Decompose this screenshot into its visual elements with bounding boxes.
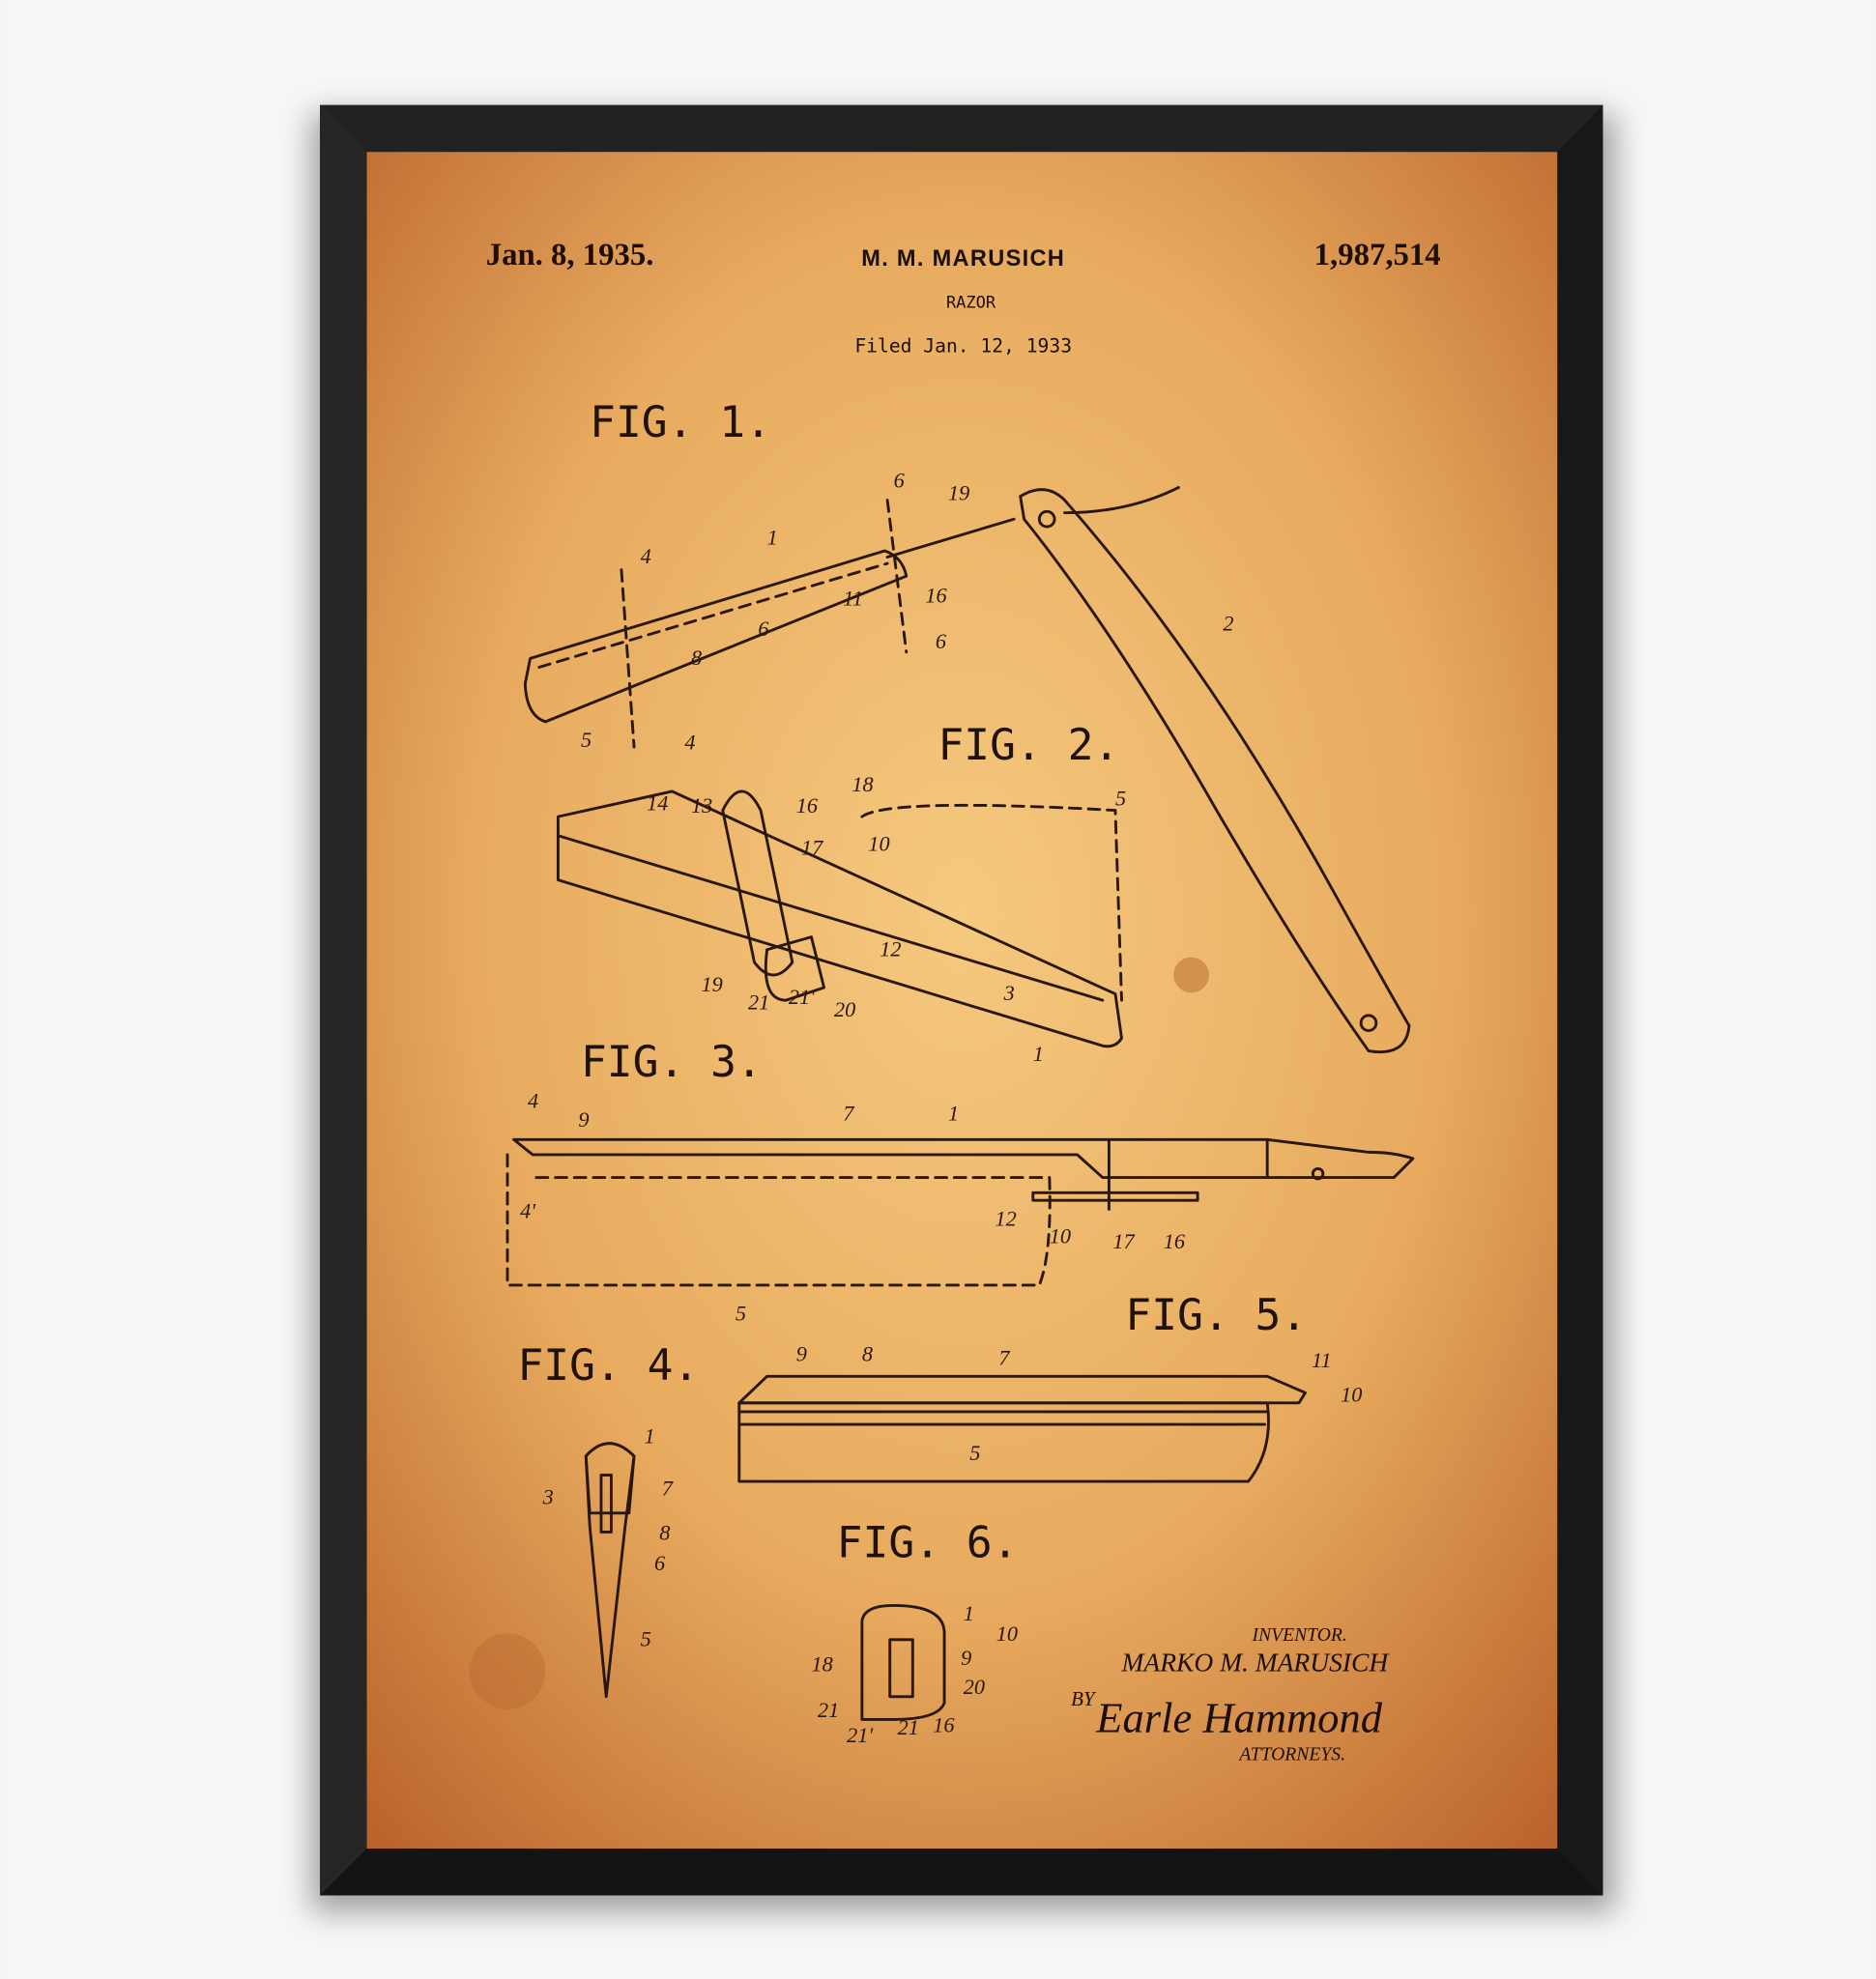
fig2-numeral: 18 <box>851 772 873 796</box>
inventor-name: MARKO M. MARUSICH <box>1120 1648 1390 1678</box>
fig1-numeral: 5 <box>581 728 592 752</box>
fig3-numeral: 12 <box>995 1206 1016 1230</box>
fig6-numeral: 20 <box>964 1675 985 1699</box>
fig6-numeral: 9 <box>961 1646 971 1670</box>
fig6-numeral: 10 <box>996 1621 1018 1646</box>
fig3-numeral: 16 <box>1164 1229 1186 1253</box>
aged-paper <box>366 152 1558 1850</box>
fig1-numeral: 19 <box>948 481 969 505</box>
fig4-numeral: 3 <box>542 1485 554 1509</box>
patent-number: 1,987,514 <box>1314 238 1441 272</box>
fig2-numeral: 19 <box>701 972 722 996</box>
fig2-numeral: 21' <box>789 985 816 1009</box>
fig6-numeral: 21 <box>818 1698 839 1722</box>
fig1-numeral: 4 <box>641 544 651 568</box>
fig3-numeral: 1 <box>948 1102 959 1126</box>
fig3-numeral: 4' <box>520 1199 536 1223</box>
figure-2: FIG. 2. 18 14 13 16 5 17 10 12 3 19 21 2… <box>556 720 1126 1066</box>
fig6-numeral: 21 <box>898 1715 919 1739</box>
fig4-label: FIG. 4. <box>517 1340 699 1391</box>
fig3-numeral: 4 <box>528 1089 538 1113</box>
fig3-numeral: 5 <box>736 1302 746 1326</box>
fig1-numeral: 6 <box>894 468 906 492</box>
fig6-numeral: 16 <box>933 1712 955 1736</box>
figure-3: FIG. 3. 4 9 7 1 4' 12 10 17 16 5 <box>505 1037 1415 1326</box>
fig5-numeral: 8 <box>862 1342 873 1366</box>
figure-4: FIG. 4. 1 3 7 8 6 5 <box>517 1340 699 1699</box>
fig2-numeral: 10 <box>868 832 889 856</box>
signature-block: INVENTOR. MARKO M. MARUSICH BY Earle Ham… <box>1071 1624 1390 1764</box>
fig2-numeral: 17 <box>801 835 823 859</box>
fig2-numeral: 1 <box>1033 1042 1044 1066</box>
fig5-numeral: 7 <box>998 1346 1010 1370</box>
fig1-numeral: 2 <box>1223 612 1233 636</box>
fig3-numeral: 7 <box>843 1102 854 1126</box>
inventor-heading: INVENTOR. <box>1251 1624 1346 1646</box>
figure-6: FIG. 6. 1 10 18 9 20 21 21' 21 16 <box>811 1518 1018 1747</box>
fig2-numeral: 20 <box>834 997 855 1021</box>
fig3-numeral: 17 <box>1112 1229 1135 1253</box>
fig1-numeral: 11 <box>843 586 863 610</box>
fig2-numeral: 12 <box>880 936 901 961</box>
inventor-header: M. M. MARUSICH <box>861 245 1065 271</box>
fig1-numeral: 16 <box>925 584 947 608</box>
fig1-numeral: 4 <box>684 731 695 755</box>
fig2-numeral: 5 <box>1115 786 1126 810</box>
fig5-numeral: 11 <box>1312 1348 1332 1372</box>
fig5-numeral: 5 <box>969 1441 980 1465</box>
fig5-numeral: 9 <box>796 1342 807 1366</box>
fig2-label: FIG. 2. <box>938 720 1120 770</box>
figure-1: FIG. 1. 6 19 1 4 2 11 16 6 8 6 5 4 <box>523 397 1411 1053</box>
fig6-numeral: 1 <box>964 1601 974 1625</box>
fig1-numeral: 1 <box>767 525 778 549</box>
filed-date: Filed Jan. 12, 1933 <box>854 334 1072 357</box>
fig3-numeral: 9 <box>578 1107 589 1132</box>
attorney-signature: Earle Hammond <box>1095 1693 1382 1741</box>
fig2-numeral: 21 <box>748 990 769 1014</box>
fig1-numeral: 6 <box>936 629 947 653</box>
fig2-numeral: 3 <box>1003 981 1015 1005</box>
fig2-numeral: 13 <box>691 793 712 817</box>
fig1-label: FIG. 1. <box>590 397 771 447</box>
fig6-label: FIG. 6. <box>837 1518 1019 1568</box>
fig6-numeral: 21' <box>847 1723 874 1747</box>
fig4-numeral: 5 <box>641 1626 651 1650</box>
patent-date: Jan. 8, 1935. <box>486 238 654 272</box>
patent-title: RAZOR <box>946 293 996 312</box>
fig3-label: FIG. 3. <box>581 1037 763 1087</box>
by-label: BY <box>1071 1687 1097 1710</box>
fig2-numeral: 14 <box>647 791 668 816</box>
fig1-numeral: 8 <box>691 645 702 670</box>
fig6-numeral: 18 <box>811 1652 832 1677</box>
figure-5: FIG. 5. 9 8 7 11 10 5 <box>737 1290 1362 1483</box>
fig1-numeral: 6 <box>758 617 769 641</box>
fig4-numeral: 6 <box>654 1551 666 1575</box>
attorneys-label: ATTORNEYS. <box>1237 1743 1345 1764</box>
fig4-numeral: 1 <box>645 1424 655 1448</box>
fig5-label: FIG. 5. <box>1125 1290 1307 1340</box>
fig3-numeral: 10 <box>1050 1224 1071 1248</box>
fig2-numeral: 16 <box>796 793 819 817</box>
fig4-numeral: 8 <box>659 1520 670 1544</box>
fig4-numeral: 7 <box>662 1476 674 1500</box>
fig5-numeral: 10 <box>1341 1383 1362 1407</box>
